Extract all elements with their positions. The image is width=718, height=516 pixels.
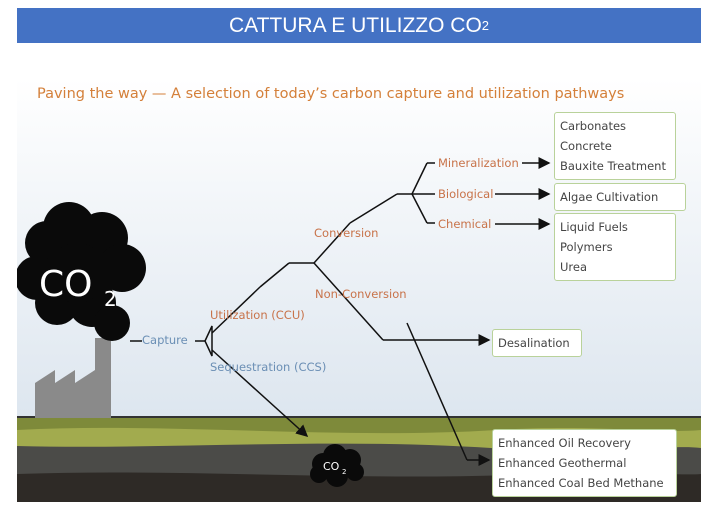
product-item: Polymers xyxy=(560,240,613,254)
page-title-subscript: 2 xyxy=(481,18,490,33)
pathway-lines xyxy=(130,157,551,466)
co2-underground-label-sub: 2 xyxy=(342,468,346,476)
co2-cloud-label: CO xyxy=(39,264,92,305)
label-biological: Biological xyxy=(438,187,494,201)
product-item: Desalination xyxy=(498,336,570,350)
enhanced-recovery-box: Enhanced Oil Recovery Enhanced Geotherma… xyxy=(492,429,677,497)
product-item: Bauxite Treatment xyxy=(560,159,666,173)
label-non-conversion: Non-Conversion xyxy=(315,287,407,301)
product-item: Enhanced Oil Recovery xyxy=(498,436,631,450)
page-title: CATTURA E UTILIZZO CO xyxy=(228,13,482,37)
biological-products-box: Algae Cultivation xyxy=(554,183,686,211)
label-sequestration: Sequestration (CCS) xyxy=(210,360,327,374)
mineralization-products-box: Carbonates Concrete Bauxite Treatment xyxy=(554,112,676,180)
co2-cloud-label-sub: 2 xyxy=(104,287,117,311)
label-conversion: Conversion xyxy=(314,226,379,240)
diagram-subtitle: Paving the way — A selection of today’s … xyxy=(37,86,625,102)
label-mineralization: Mineralization xyxy=(438,156,519,170)
label-capture: Capture xyxy=(142,333,188,347)
ccu-diagram: CO 2 CO 2 xyxy=(17,78,701,502)
co2-underground-label: CO xyxy=(323,460,340,473)
co2-cloud-icon xyxy=(17,202,146,341)
factory-icon xyxy=(35,338,111,418)
product-item: Enhanced Coal Bed Methane xyxy=(498,476,664,490)
product-item: Algae Cultivation xyxy=(560,190,659,204)
label-chemical: Chemical xyxy=(438,217,492,231)
label-utilization: Utilization (CCU) xyxy=(210,308,305,322)
product-item: Liquid Fuels xyxy=(560,220,628,234)
product-item: Carbonates xyxy=(560,119,627,133)
co2-underground-icon xyxy=(310,444,364,487)
desalination-box: Desalination xyxy=(492,329,582,357)
chemical-products-box: Liquid Fuels Polymers Urea xyxy=(554,213,676,281)
product-item: Enhanced Geothermal xyxy=(498,456,627,470)
product-item: Urea xyxy=(560,260,588,274)
product-item: Concrete xyxy=(560,139,612,153)
